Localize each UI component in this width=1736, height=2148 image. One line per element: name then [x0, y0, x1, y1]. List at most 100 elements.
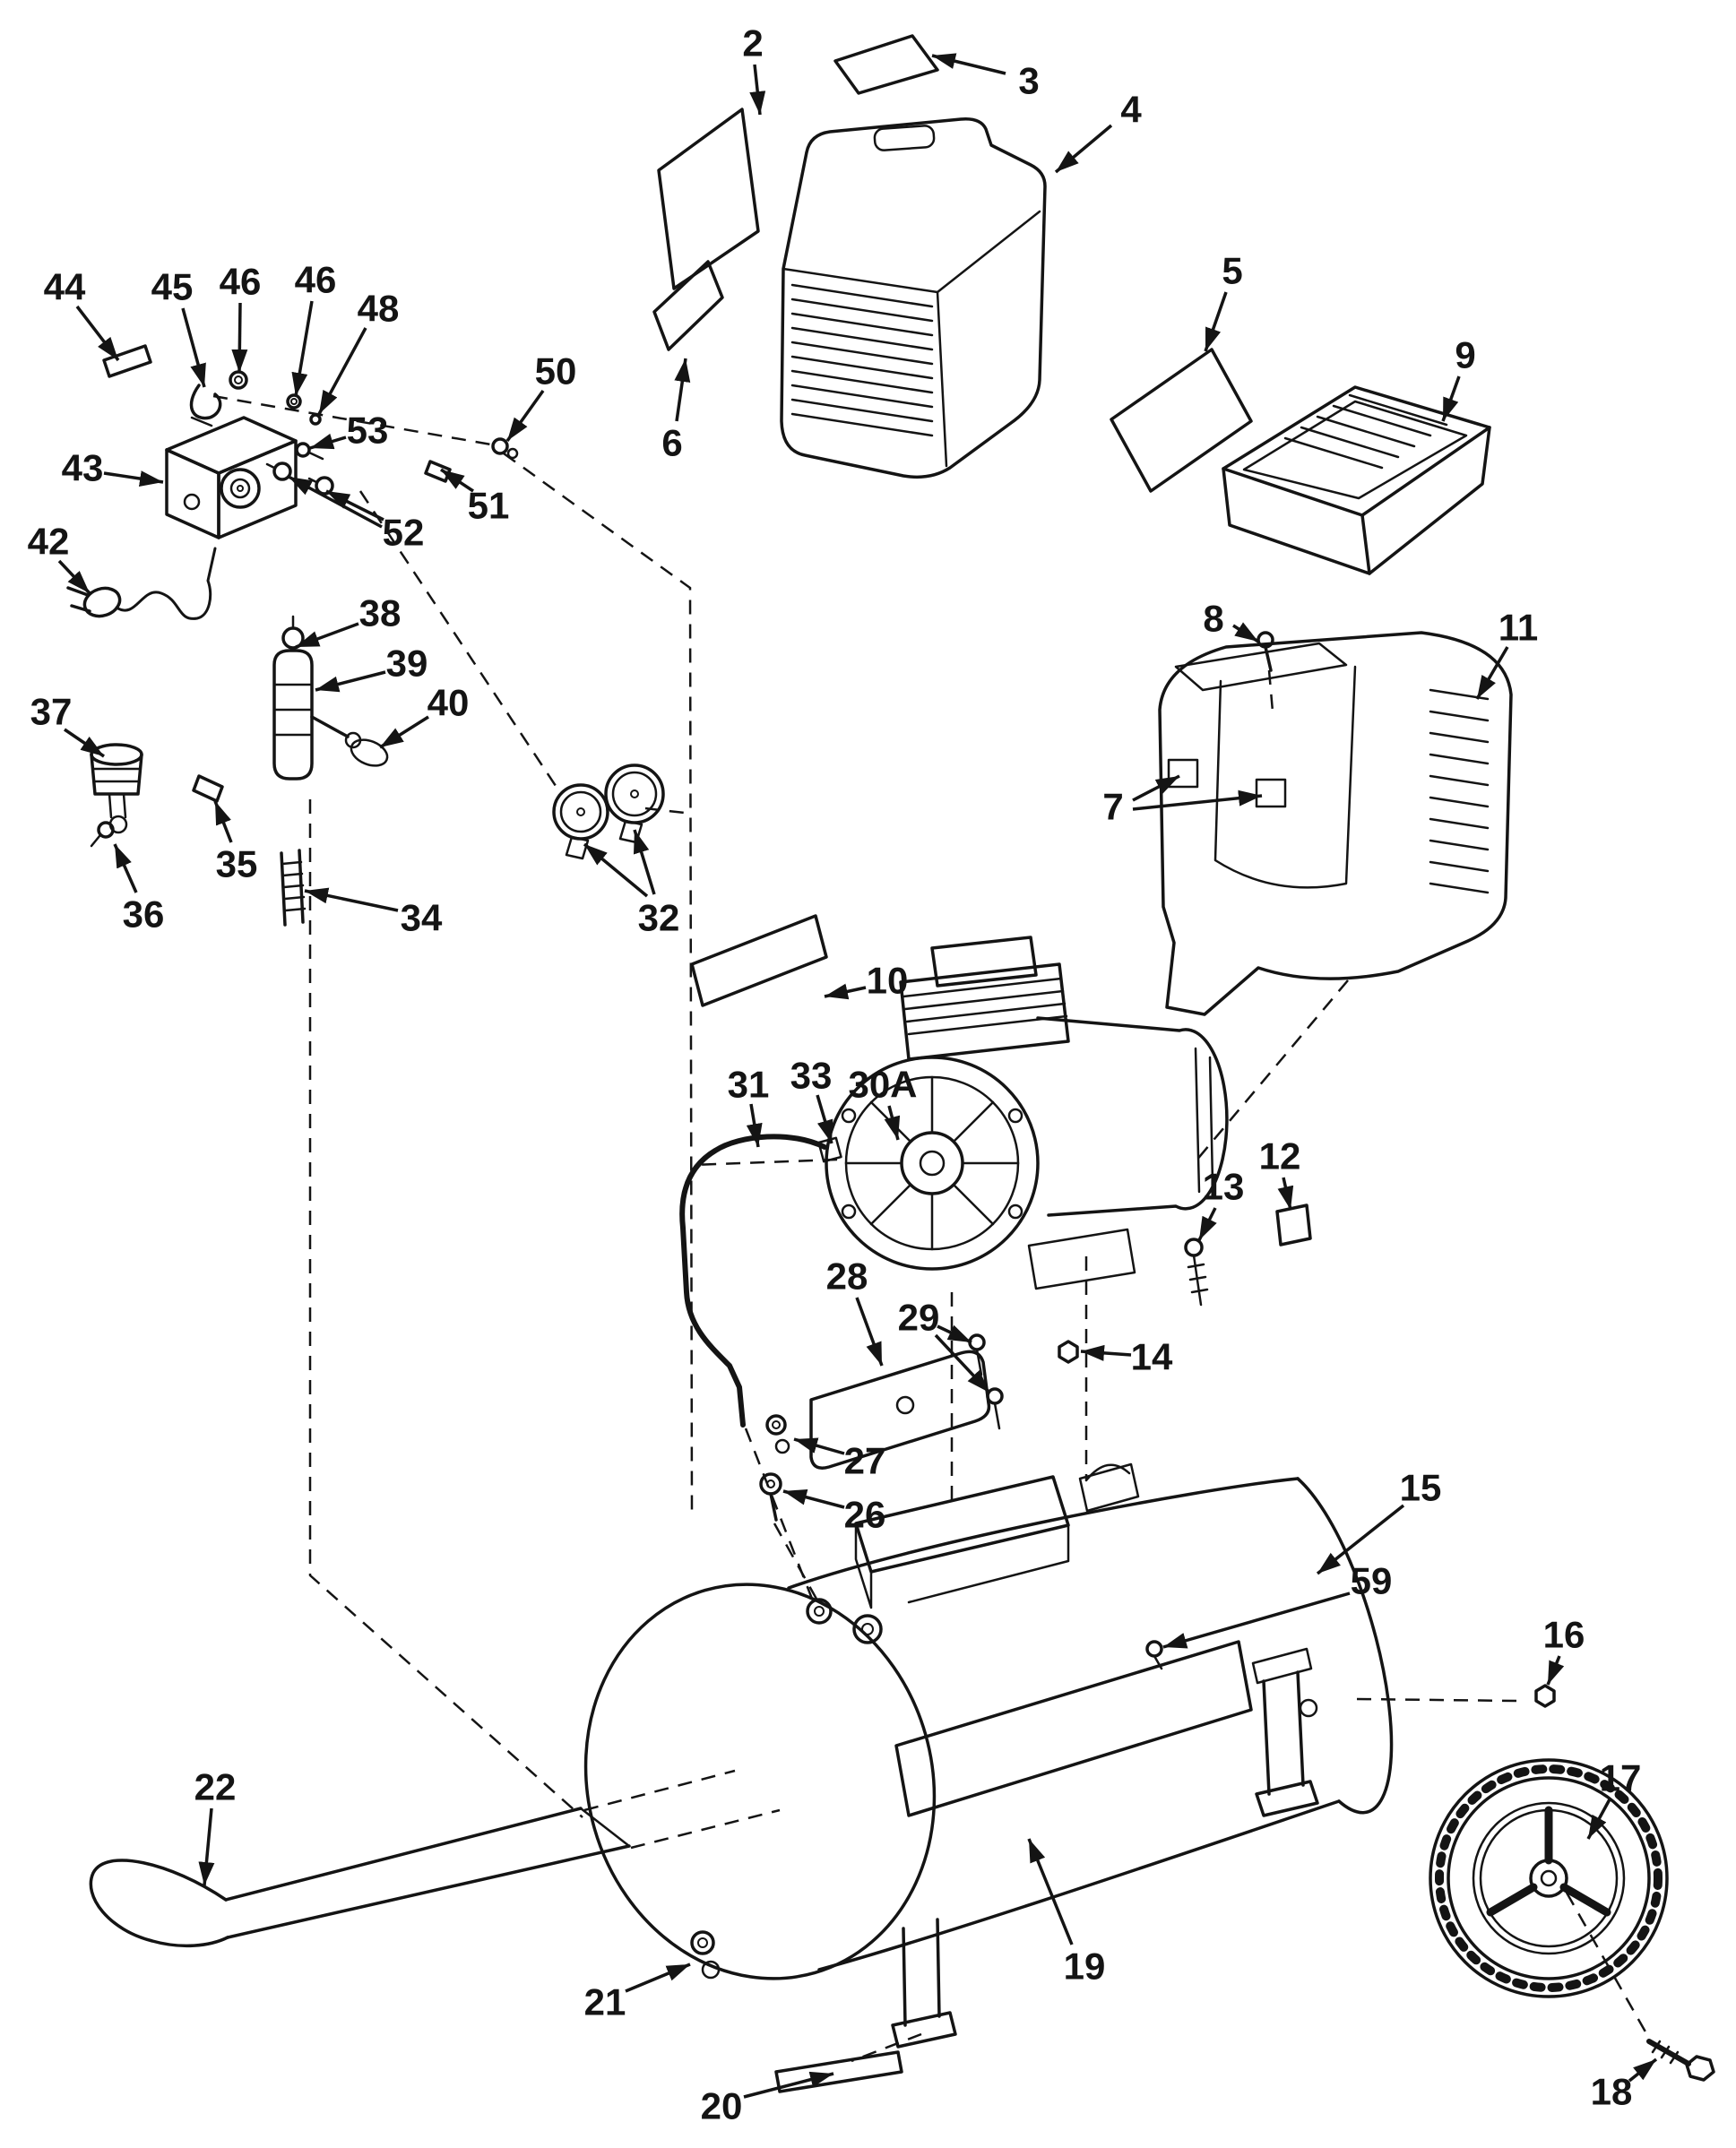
leader-line-53	[309, 433, 347, 450]
part-callout-38-20: 38	[359, 592, 402, 634]
part-callout-22-43: 22	[194, 1766, 237, 1808]
leader-line-13	[1197, 1207, 1217, 1241]
part-callout-6-4: 6	[661, 422, 682, 464]
leader-line-32	[633, 829, 656, 895]
part-callout-31-29: 31	[728, 1064, 770, 1106]
leader-line-6	[674, 358, 691, 422]
part-callout-20-47: 20	[701, 2085, 743, 2127]
leader-line-16	[1546, 1655, 1565, 1686]
part-callout-37-23: 37	[30, 691, 73, 733]
leader-line-50	[505, 389, 545, 443]
part-callout-35-24: 35	[216, 843, 258, 885]
leader-line-26	[782, 1488, 845, 1509]
unloader-valve-art	[272, 615, 389, 781]
tank-art	[583, 1462, 1394, 2049]
leader-line-37	[64, 728, 105, 758]
leader-line-40	[379, 715, 429, 749]
leader-line-38	[295, 622, 359, 649]
leader-line-52	[325, 489, 384, 522]
part-callout-46-12: 46	[295, 259, 337, 301]
part-callout-51-17: 51	[468, 485, 510, 527]
part-callout-32-27: 32	[638, 897, 680, 939]
leader-line-22	[198, 1807, 215, 1886]
part-callout-59-40: 59	[1351, 1560, 1393, 1602]
leader-line-30A	[884, 1105, 901, 1141]
leader-line-39	[315, 670, 386, 693]
part-callout-18-46: 18	[1591, 2071, 1633, 2113]
leader-line-17	[1586, 1799, 1611, 1840]
part-callout-53-15: 53	[347, 410, 389, 452]
leader-line-14	[1080, 1344, 1132, 1361]
side-panel-art	[1110, 348, 1253, 493]
lower-shroud-art	[1158, 631, 1513, 1016]
leader-line-36	[113, 843, 138, 893]
leader-line-35	[213, 800, 233, 843]
part-callout-26-38: 26	[844, 1494, 886, 1536]
part-callout-9-5: 9	[1455, 334, 1475, 376]
leader-line-7	[1132, 789, 1263, 811]
drain21-art	[690, 1930, 715, 1955]
leader-line-28	[855, 1297, 884, 1367]
part-callout-34-26: 34	[401, 897, 443, 939]
leader-line-48	[317, 327, 367, 415]
leader-line-33	[816, 1094, 833, 1144]
axle-nut-art	[1534, 1684, 1556, 1708]
part-callout-33-30: 33	[790, 1055, 833, 1097]
screw13-art	[1184, 1238, 1209, 1307]
leader-line-42	[57, 559, 91, 595]
leader-line-21	[625, 1963, 691, 1993]
part-callout-2-0: 2	[742, 22, 763, 65]
leader-line-7	[1132, 774, 1180, 802]
part-callout-7-8: 7	[1102, 786, 1123, 828]
part-callout-43-16: 43	[62, 447, 104, 489]
leader-line-9	[1441, 375, 1461, 422]
leader-line-52	[288, 475, 383, 529]
part-callout-15-39: 15	[1400, 1467, 1442, 1509]
leader-line-2	[749, 64, 766, 116]
pad-art	[833, 34, 939, 95]
leader-line-45	[181, 307, 206, 388]
leader-line-29	[937, 1324, 972, 1344]
part-callout-30A-31: 30A	[848, 1064, 917, 1106]
top-shroud-art	[780, 116, 1047, 479]
part-callout-46-11: 46	[220, 261, 262, 303]
tray-art	[1222, 385, 1491, 575]
leader-line-4	[1054, 124, 1113, 174]
leader-line-44	[75, 305, 120, 362]
part-callout-42-19: 42	[28, 521, 70, 563]
tank-label19-art	[894, 1640, 1253, 1817]
leader-line-31	[746, 1103, 763, 1148]
leader-line-15	[1316, 1504, 1405, 1575]
pump-motor-art	[817, 936, 1229, 1290]
part-callout-19-45: 19	[1064, 1945, 1106, 1988]
leader-line-27	[793, 1437, 845, 1455]
part-callout-17-42: 17	[1600, 1757, 1642, 1799]
leader-line-59	[1162, 1592, 1351, 1649]
part-callout-8-6: 8	[1203, 598, 1223, 640]
leader-line-8	[1232, 622, 1259, 643]
leader-line-5	[1204, 291, 1228, 352]
leader-line-11	[1475, 646, 1509, 700]
leader-line-3	[931, 53, 1006, 75]
label-plate-art	[652, 260, 724, 351]
part-callout-40-22: 40	[428, 682, 470, 724]
leader-line-43	[103, 470, 164, 487]
axle-bolt-art	[1646, 2039, 1715, 2082]
part-callout-44-9: 44	[44, 266, 86, 308]
part-callout-21-44: 21	[584, 1981, 626, 2023]
part-callout-16-41: 16	[1543, 1614, 1585, 1656]
nut14-art	[1058, 1340, 1079, 1364]
leader-line-51	[440, 468, 474, 493]
part-callout-29-35: 29	[898, 1297, 940, 1339]
part-callout-39-21: 39	[386, 643, 428, 685]
part-callout-52-18: 52	[383, 512, 425, 554]
plate10-art	[690, 914, 828, 1007]
part-callout-3-1: 3	[1018, 60, 1039, 102]
part-callout-14-36: 14	[1131, 1336, 1173, 1378]
part-callout-27-37: 27	[844, 1440, 886, 1482]
part-callout-48-13: 48	[358, 288, 400, 330]
alignment-dashes	[212, 394, 1653, 2063]
leader-line-32	[583, 842, 649, 898]
